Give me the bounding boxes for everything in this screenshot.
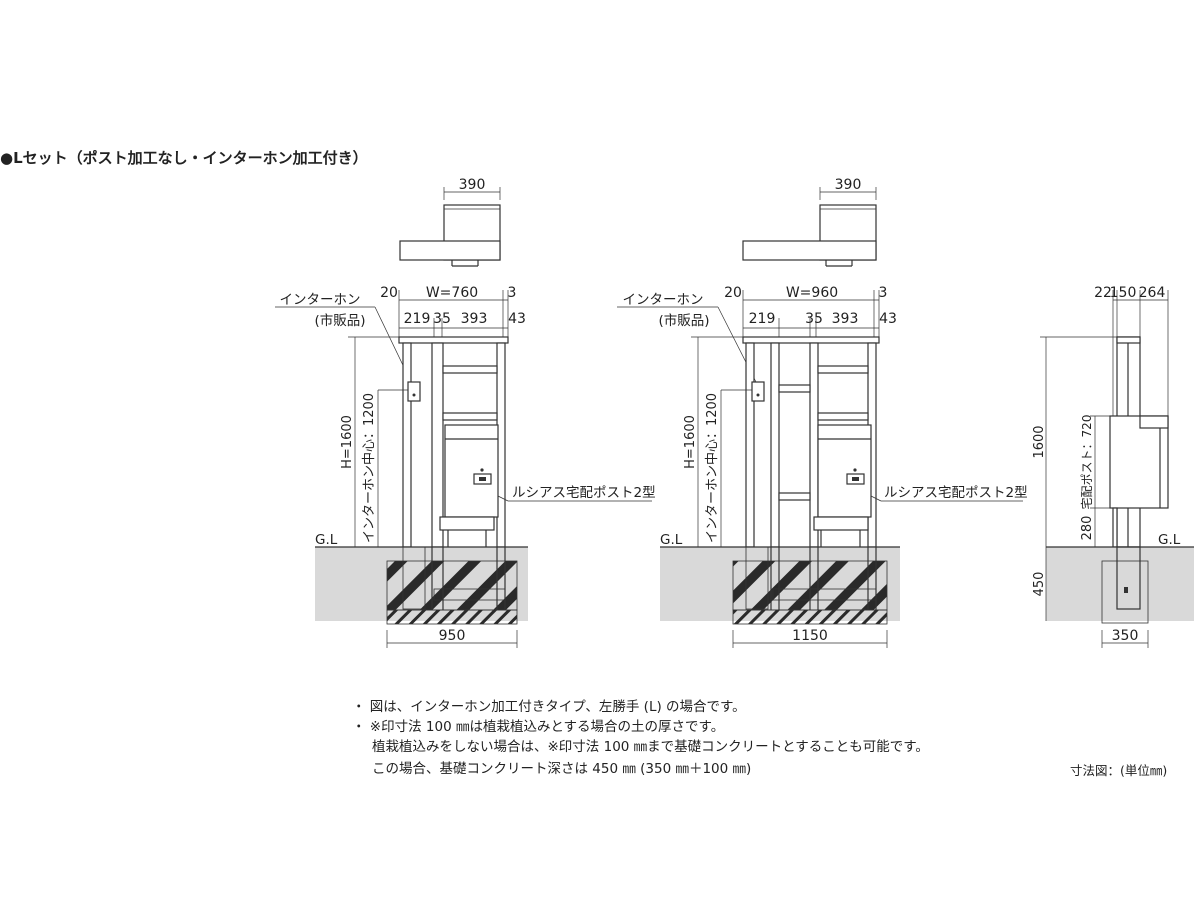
dim-top-width: 390 [459,177,486,193]
dim-base-width: 950 [439,628,466,644]
foundation-middle: G.L 1150 [660,532,900,648]
front-view-left [398,336,509,548]
ground-level-label: G.L [315,532,338,548]
delivery-post [817,424,872,518]
dim-base-width: 1150 [792,628,828,644]
note-line-3: 植栽植込みをしない場合は、※印寸法 100 ㎜まで基礎コンクリートとすることも可… [372,739,929,755]
note-line-1: ・ 図は、インターホン加工付きタイプ、左勝手 (L) の場合です。 [352,699,746,715]
dim-393: 393 [461,311,488,327]
dim-43: 43 [879,311,897,327]
top-view-left: 390 [399,177,501,267]
unit-note: 寸法図：(単位㎜) [1070,763,1168,778]
intercom-label-sub: (市販品) [658,312,709,329]
dims-top-middle: 20 W=960 3 219 35 393 43 [724,285,897,338]
dim-450: 450 [1032,572,1047,597]
front-view-middle [742,336,880,548]
drawing-side-view: 22 150 264 1600 宅配ポスト：720 280 G.L [1032,285,1194,648]
diagram-title: ●Lセット（ポスト加工なし・インターホン加工付き） [0,149,368,167]
delivery-post [444,424,499,518]
intercom-box [407,381,421,402]
dim-width: W=760 [426,285,478,301]
dim-43: 43 [508,311,526,327]
post-label: ルシアス宅配ポスト2型 [884,485,1028,501]
dim-20: 20 [724,285,742,301]
dim-150: 150 [1110,285,1137,301]
dim-1600: 1600 [1032,425,1047,458]
delivery-post-side [1109,415,1169,509]
foundation-left: G.L 950 [315,532,528,648]
intercom-label-sub: (市販品) [314,312,365,329]
dim-intercom-center: インターホン中心：1200 [362,393,377,543]
ground-level-label: G.L [1158,532,1181,548]
dim-height: H=1600 [340,415,355,469]
intercom-label: インターホン [623,292,704,308]
dim-top-width: 390 [835,177,862,193]
dim-width: W=960 [786,285,838,301]
top-view-middle: 390 [742,177,877,267]
note-line-2: ・ ※印寸法 100 ㎜は植栽植込みとする場合の土の厚さです。 [352,719,725,735]
dim-post-height: 宅配ポスト：720 [1079,415,1094,510]
note-line-4: この場合、基礎コンクリート深さは 450 ㎜ (350 ㎜＋100 ㎜) [372,761,752,777]
dims-top-side: 22 150 264 [1094,285,1169,420]
intercom-box [751,381,765,402]
dim-base-width: 350 [1112,628,1139,644]
drawing-w760: 390 20 W=760 3 219 35 393 43 インターホン [275,177,656,648]
drawing-w960: 390 20 W=960 3 219 35 393 43 インターホン [617,177,1028,648]
dim-22: 22 [1094,285,1112,301]
dim-280: 280 [1080,516,1095,541]
dim-393: 393 [832,311,859,327]
dim-219: 219 [749,311,776,327]
dim-intercom-center: インターホン中心：1200 [705,393,720,543]
dim-20: 20 [380,285,398,301]
dim-264: 264 [1139,285,1166,301]
post-label: ルシアス宅配ポスト2型 [512,485,656,501]
dim-height: H=1600 [683,415,698,469]
dim-219: 219 [404,311,431,327]
dim-3: 3 [508,285,517,301]
dims-top-left: 20 W=760 3 219 35 393 43 [380,285,526,338]
dim-35: 35 [805,311,823,327]
ground-level-label: G.L [660,532,683,548]
intercom-label: インターホン [280,292,361,308]
dim-3: 3 [879,285,888,301]
